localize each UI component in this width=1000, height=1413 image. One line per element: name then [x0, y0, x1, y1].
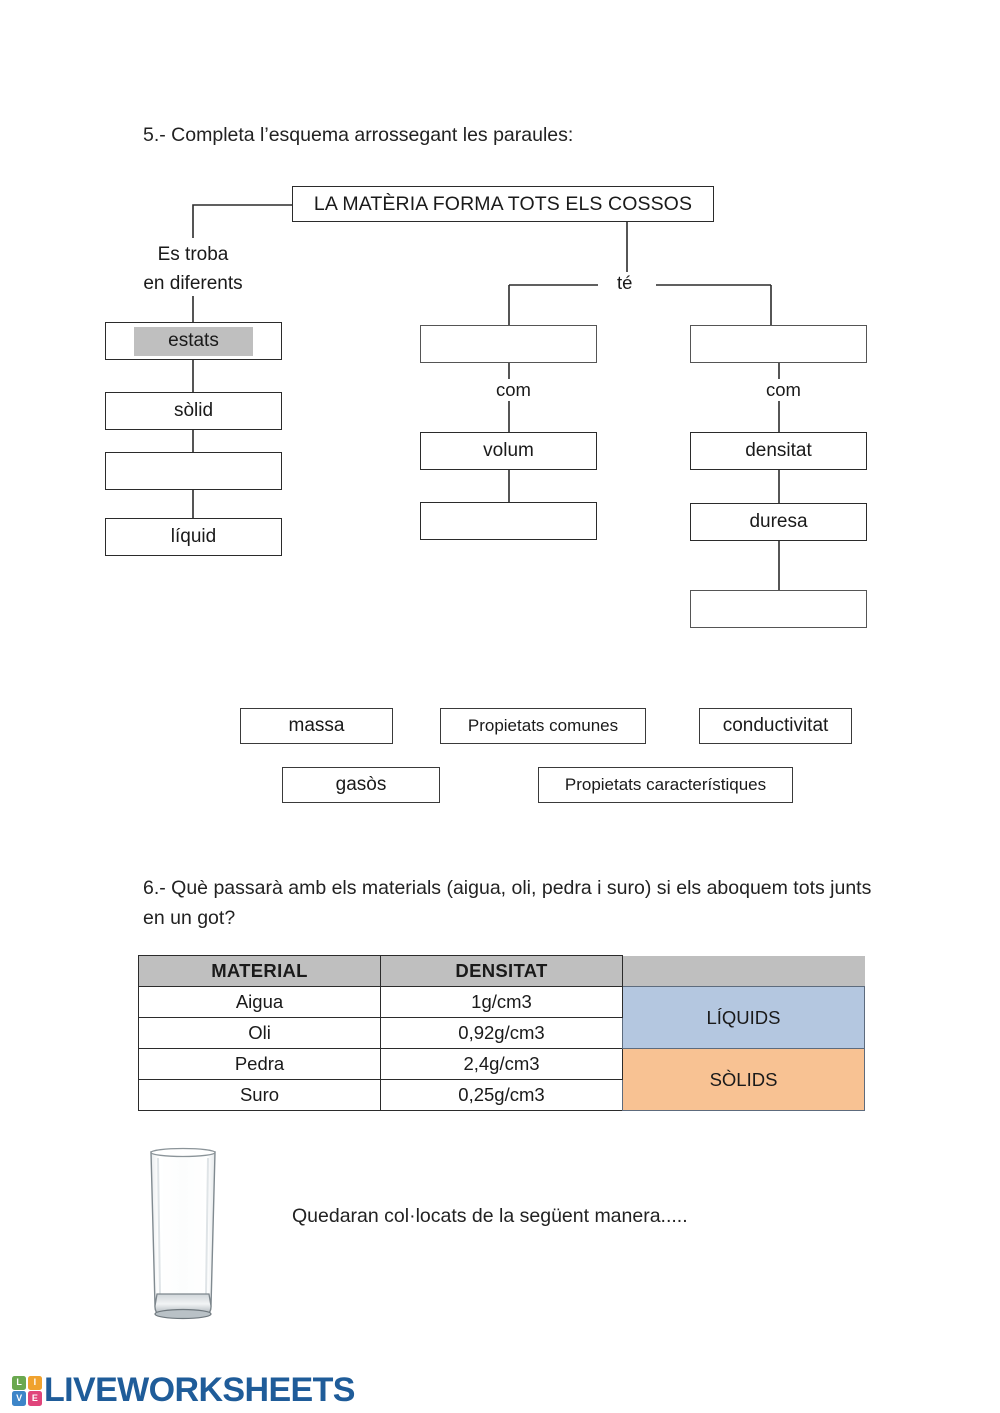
word-bank-item-conductivitat[interactable]: conductivitat [699, 708, 852, 744]
answer-instruction-text: Quedaran col·locats de la següent manera… [292, 1205, 688, 1227]
dropzone-right-4[interactable] [690, 590, 867, 628]
drinking-glass-image [150, 1147, 216, 1320]
edge-label-middle-com: com [491, 379, 536, 401]
word-bank-item-massa[interactable]: massa [240, 708, 393, 744]
word-bank-item-conductivitat-label: conductivitat [722, 715, 829, 736]
density-table-head: MATERIAL DENSITAT [138, 955, 865, 987]
dropzone-left-4-label: líquid [170, 526, 217, 547]
concept-map-diagram: LA MATÈRIA FORMA TOTS ELS COSSOS Es trob… [105, 186, 867, 803]
dropzone-right-1[interactable] [690, 325, 867, 363]
density-table-body: Aigua 1g/cm3 LÍQUIDS Oli 0,92g/cm3 Pedra… [138, 986, 865, 1111]
table-row: Oli 0,92g/cm3 [138, 1017, 865, 1049]
liveworksheets-logo[interactable]: L I V E LIVEWORKSHEETS [12, 1371, 355, 1410]
edge-label-right-com: com [761, 379, 806, 401]
word-bank-item-propietats-caracteristiques[interactable]: Propietats característiques [538, 767, 793, 803]
cell-material: Pedra [138, 1048, 381, 1080]
dropzone-middle-2[interactable]: volum [420, 432, 597, 470]
table-row: Aigua 1g/cm3 LÍQUIDS [138, 986, 865, 1049]
cell-densitat: 1g/cm3 [380, 986, 623, 1018]
dropzone-right-3[interactable]: duresa [690, 503, 867, 541]
right-branch-label: té [612, 272, 638, 294]
question-5-prompt: 5.- Completa l’esquema arrossegant les p… [143, 124, 574, 146]
left-branch-label: Es troba en diferents [143, 244, 243, 294]
dropzone-middle-2-label: volum [483, 440, 534, 461]
cell-densitat: 0,25g/cm3 [380, 1079, 623, 1111]
table-header-densitat: DENSITAT [380, 955, 623, 987]
logo-tile-l: L [12, 1375, 27, 1390]
word-bank-item-gasos-label: gasòs [335, 774, 387, 795]
word-bank-item-propietats-comunes[interactable]: Propietats comunes [440, 708, 646, 744]
diagram-root-label: LA MATÈRIA FORMA TOTS ELS COSSOS [313, 192, 693, 215]
dropzone-left-3[interactable] [105, 452, 282, 490]
dropzone-right-2-label: densitat [745, 440, 812, 461]
cell-densitat: 0,92g/cm3 [380, 1017, 623, 1049]
question-6-prompt: 6.- Què passarà amb els materials (aigua… [143, 877, 877, 929]
logo-tile-v: V [12, 1391, 27, 1406]
word-bank-item-propietats-caracteristiques-label: Propietats característiques [564, 775, 767, 794]
logo-tile-i: I [27, 1375, 42, 1390]
word-bank-item-gasos[interactable]: gasòs [282, 767, 440, 803]
dropzone-right-2[interactable]: densitat [690, 432, 867, 470]
cell-material: Suro [138, 1079, 381, 1111]
table-row: Pedra 2,4g/cm3 SÒLIDS [138, 1048, 865, 1111]
liveworksheets-mark-icon: L I V E [12, 1375, 42, 1406]
cell-densitat: 2,4g/cm3 [380, 1048, 623, 1080]
dropzone-left-1-answer: estats [134, 326, 253, 356]
table-header-state-spacer [622, 955, 865, 987]
table-row: Suro 0,25g/cm3 [138, 1079, 865, 1111]
word-bank-item-massa-label: massa [288, 715, 345, 736]
state-badge-solids: SÒLIDS [622, 1048, 865, 1111]
dropzone-middle-3[interactable] [420, 502, 597, 540]
cell-material: Aigua [138, 986, 381, 1018]
dropzone-right-3-label: duresa [749, 511, 808, 532]
table-header-row: MATERIAL DENSITAT [138, 955, 865, 987]
table-header-material: MATERIAL [138, 955, 381, 987]
cell-material: Oli [138, 1017, 381, 1049]
diagram-root-node: LA MATÈRIA FORMA TOTS ELS COSSOS [292, 186, 714, 222]
dropzone-left-1[interactable]: estats [105, 322, 282, 360]
logo-tile-e: E [27, 1391, 42, 1406]
liveworksheets-wordmark: LIVEWORKSHEETS [44, 1371, 355, 1409]
word-bank-item-propietats-comunes-label: Propietats comunes [467, 716, 619, 735]
state-badge-liquids: LÍQUIDS [622, 986, 865, 1049]
dropzone-left-2[interactable]: sòlid [105, 392, 282, 430]
dropzone-left-2-label: sòlid [173, 400, 214, 421]
dropzone-left-4[interactable]: líquid [105, 518, 282, 556]
density-table: MATERIAL DENSITAT Aigua 1g/cm3 LÍQUIDS O… [138, 955, 865, 1111]
dropzone-middle-1[interactable] [420, 325, 597, 363]
